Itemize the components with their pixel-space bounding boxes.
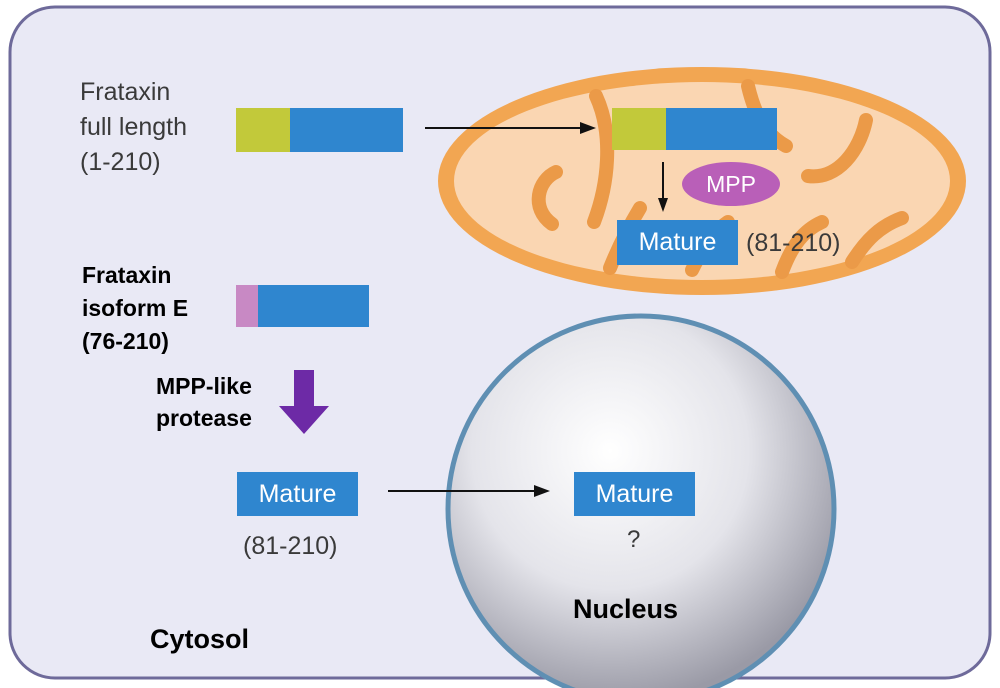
nucleus-question-mark: ? bbox=[627, 526, 641, 553]
isoform-e-label-line1: Frataxin bbox=[82, 262, 172, 288]
mature-range-cytosol: (81-210) bbox=[243, 532, 338, 560]
isoform-e-pink-segment bbox=[236, 285, 258, 327]
mature-label-cytosol: Mature bbox=[258, 479, 337, 508]
protease-label-line2: protease bbox=[156, 405, 252, 431]
mito-presequence bbox=[612, 108, 666, 150]
mature-range-mitochondrion: (81-210) bbox=[746, 229, 841, 257]
full-length-label-line1: Frataxin bbox=[80, 78, 171, 106]
mpp-enzyme bbox=[682, 162, 780, 206]
isoform-e-label-line3: (76-210) bbox=[82, 328, 169, 354]
full-length-label-line3: (1-210) bbox=[80, 148, 161, 176]
mature-box-cytosol bbox=[237, 472, 358, 516]
nuclear-import-arrow bbox=[388, 485, 550, 497]
mpp-processing-arrow bbox=[658, 162, 668, 212]
protease-label-line1: MPP-like bbox=[156, 373, 252, 399]
isoform-e-mature-domain bbox=[258, 285, 369, 327]
protease-arrow bbox=[279, 370, 329, 434]
mature-box-nucleus bbox=[574, 472, 695, 516]
isoform-e-label-line2: isoform E bbox=[82, 295, 189, 321]
mature-label-mitochondrion: Mature bbox=[638, 228, 717, 256]
full-length-label-line2: full length bbox=[80, 113, 188, 141]
full-length-mature-domain bbox=[290, 108, 403, 152]
cytosol-label: Cytosol bbox=[150, 624, 250, 654]
mature-label-nucleus: Mature bbox=[595, 479, 674, 508]
full-length-presequence bbox=[236, 108, 290, 152]
nucleus-label: Nucleus bbox=[573, 594, 679, 624]
mature-box-mitochondrion bbox=[617, 220, 738, 265]
mpp-label: MPP bbox=[706, 170, 756, 197]
mito-mature-domain bbox=[666, 108, 777, 150]
import-arrow bbox=[425, 122, 596, 134]
